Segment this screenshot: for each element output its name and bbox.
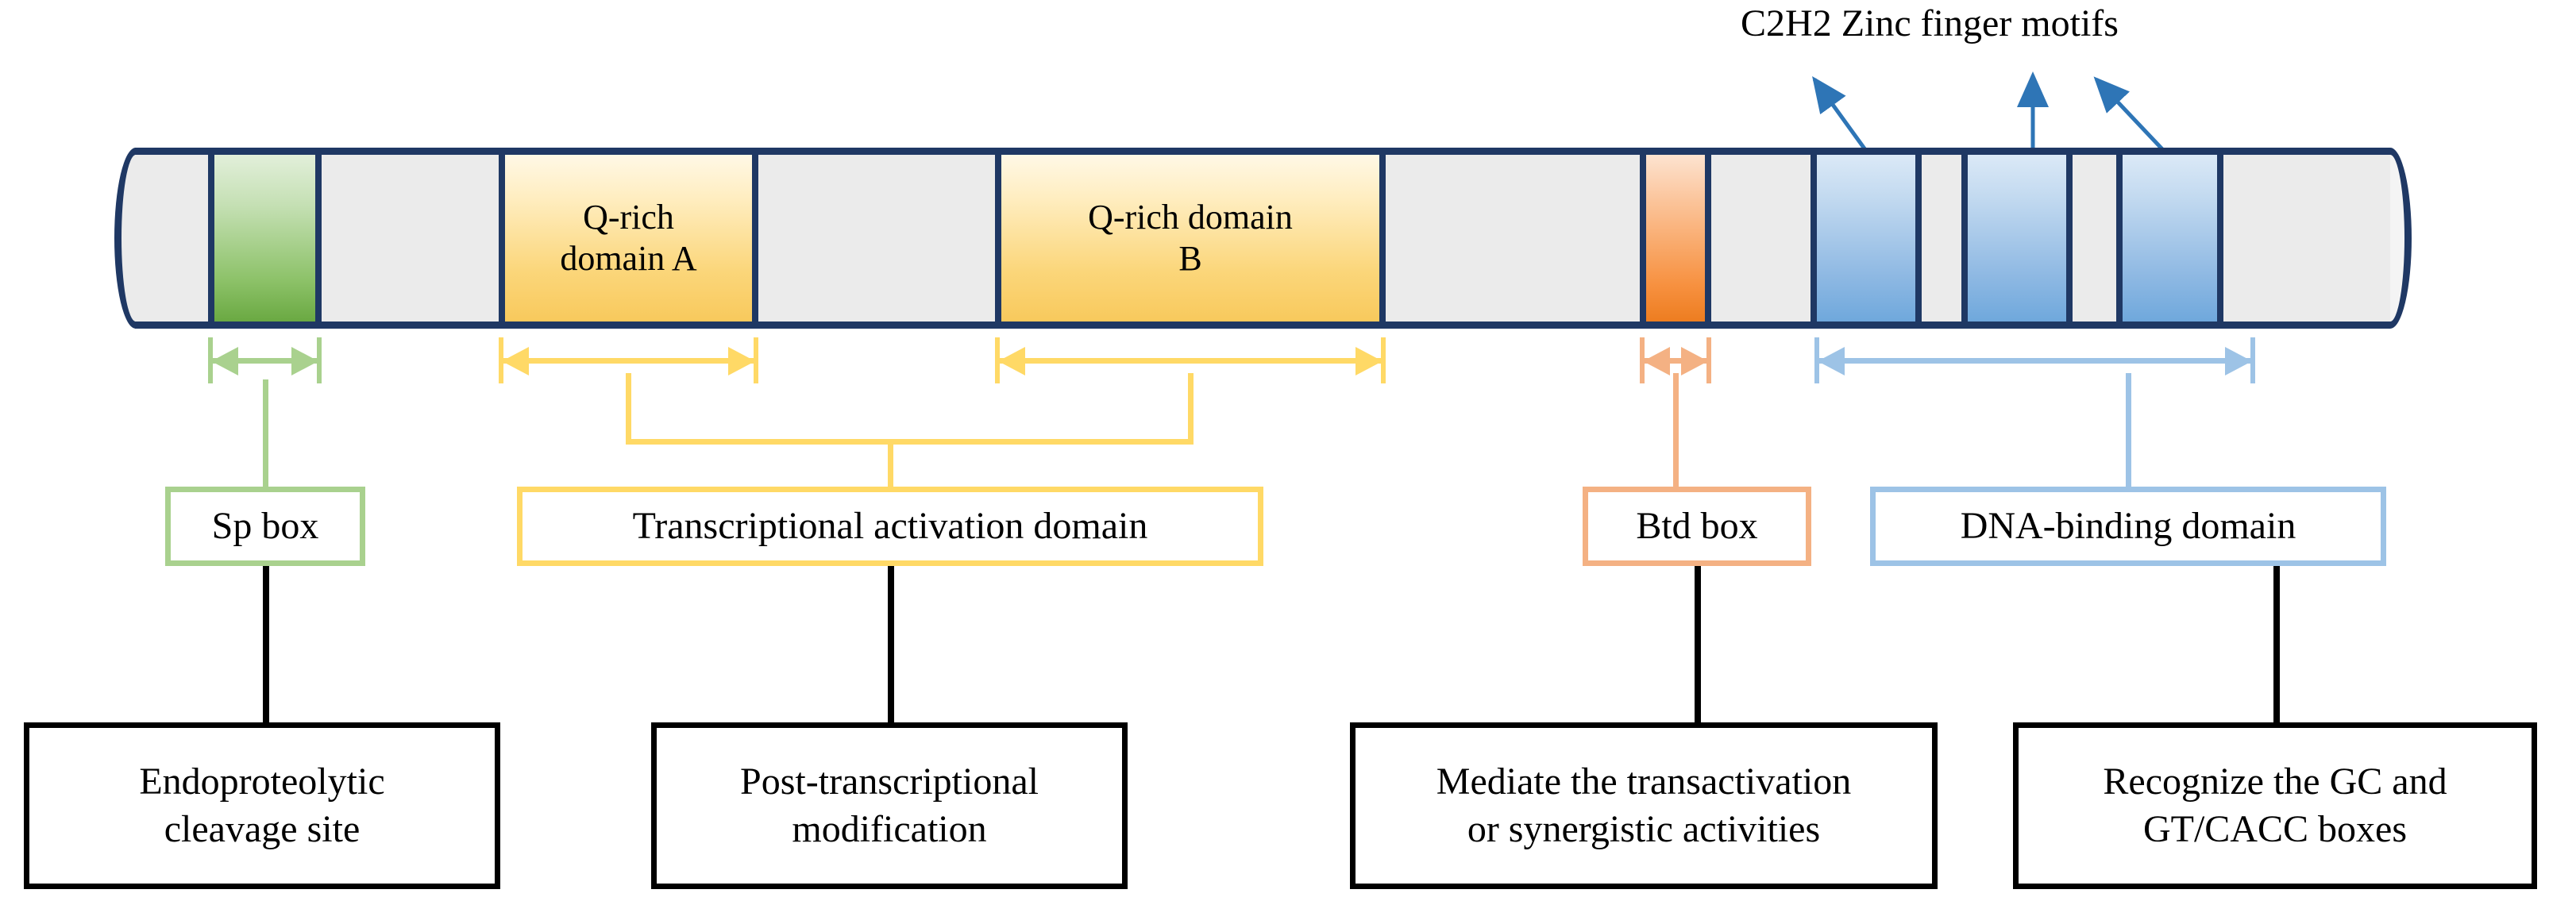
segment-btd-box: [1640, 155, 1711, 322]
segment-spacer-3: [1386, 155, 1640, 322]
dna-binding-measure-arrowhead-right: [2225, 347, 2252, 375]
q-rich-a-measure-arrowhead-right: [728, 347, 755, 375]
btd-box-measure-arrowhead-left: [1643, 347, 1670, 375]
q-rich-a-measure-tick-left: [499, 337, 503, 383]
domain-label-dna-binding-domain[interactable]: DNA-binding domain: [1870, 487, 2386, 566]
q-rich-b-measure-arrowhead-left: [998, 347, 1025, 375]
domain-label-transcriptional-activation-domain[interactable]: Transcriptional activation domain: [517, 487, 1263, 566]
tad-bracket-crossbar: [626, 439, 1194, 445]
tad-bracket-riser-right: [1188, 373, 1194, 445]
btd-box-measure-shaft: [1645, 358, 1706, 364]
q-rich-a-measure: [499, 337, 758, 383]
segment-zinc-finger-2: [1961, 155, 2073, 322]
q-rich-a-measure-arrowhead-left: [502, 347, 529, 375]
dna-binding-measure-arrowhead-left: [1818, 347, 1845, 375]
q-rich-b-measure-tick-left: [995, 337, 1000, 383]
segment-c-terminal-spacer: [2223, 155, 2390, 322]
q-rich-a-measure-shaft: [503, 358, 754, 364]
q-rich-b-measure-shaft: [1000, 358, 1381, 364]
dna-binding-measure-tick-right: [2250, 337, 2255, 383]
q-rich-a-measure-tick-right: [754, 337, 758, 383]
dna-binding-measure: [1814, 337, 2255, 383]
segment-zinc-finger-1: [1811, 155, 1922, 322]
btd-box-leader: [1673, 373, 1679, 492]
sp-box-measure: [208, 337, 322, 383]
dna-binding-measure-shaft: [1819, 358, 2250, 364]
q-rich-b-measure-tick-right: [1381, 337, 1386, 383]
sp-box-measure-arrowhead-right: [291, 347, 318, 375]
domain-label-sp-box[interactable]: Sp box: [165, 487, 365, 566]
q-rich-b-measure: [995, 337, 1386, 383]
segment-n-terminal-spacer: [135, 155, 208, 322]
btd-box-measure-tick-right: [1706, 337, 1711, 383]
c2h2-zinc-finger-label: C2H2 Zinc finger motifs: [1741, 2, 2119, 44]
dna-binding-leader: [2126, 373, 2131, 492]
tad-bracket-stem: [888, 439, 893, 492]
segment-spacer-1: [322, 155, 499, 322]
tad-bracket-riser-left: [626, 373, 631, 445]
btd-box-measure: [1640, 337, 1711, 383]
domain-label-btd-box[interactable]: Btd box: [1583, 487, 1811, 566]
stem-mediate-transactivation: [1695, 566, 1701, 725]
sp-box-measure-arrowhead-left: [211, 347, 238, 375]
segment-sp-box: [208, 155, 322, 322]
segment-spacer-4: [1711, 155, 1811, 322]
dna-binding-measure-tick-left: [1814, 337, 1819, 383]
sp-box-measure-shaft: [213, 358, 317, 364]
stem-post-transcriptional: [888, 566, 894, 725]
sp-box-measure-tick-right: [317, 337, 322, 383]
q-rich-b-measure-arrowhead-right: [1355, 347, 1382, 375]
sp-box-measure-tick-left: [208, 337, 213, 383]
segment-spacer-5: [1922, 155, 1961, 322]
btd-box-measure-tick-left: [1640, 337, 1645, 383]
segment-zinc-finger-3: [2116, 155, 2223, 322]
sp-box-leader: [263, 379, 268, 492]
segment-spacer-6: [2073, 155, 2116, 322]
segment-spacer-2: [758, 155, 995, 322]
stem-endoproteolytic: [263, 566, 269, 725]
btd-box-measure-arrowhead-right: [1681, 347, 1708, 375]
stem-recognize-boxes: [2273, 566, 2280, 725]
